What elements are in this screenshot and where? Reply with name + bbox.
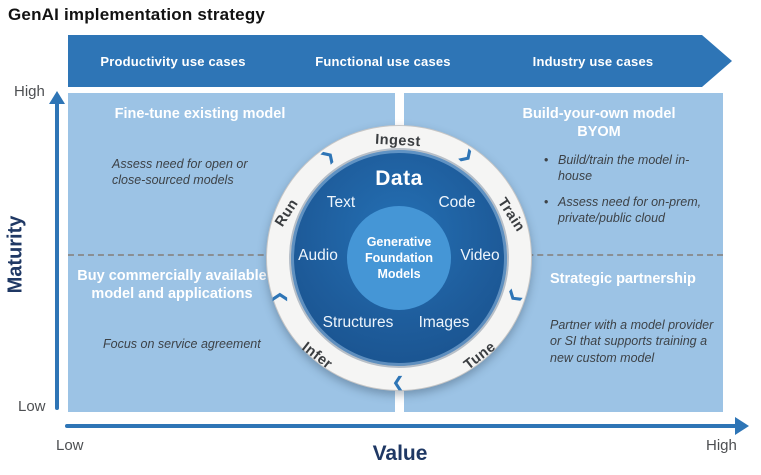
byom-bullet-1: Build/train the model in-house	[540, 152, 720, 185]
y-axis-line	[55, 101, 59, 410]
page-title: GenAI implementation strategy	[8, 5, 266, 24]
y-axis-high-label: High	[14, 83, 45, 100]
cycle-chevron-icon: ❯	[270, 291, 287, 303]
data-type-images: Images	[418, 314, 470, 331]
y-axis-low-label: Low	[18, 398, 46, 415]
x-axis-title: Value	[372, 442, 428, 465]
quadrant-desc-buy-commercial: Focus on service agreement	[103, 337, 261, 351]
quadrant-desc-strategic-partnership: Partner with a model provider or SI that…	[550, 318, 714, 365]
quadrant-title-buy-commercial: Buy commercially available model and app…	[77, 268, 267, 303]
quadrant-desc-fine-tune: Assess need for open or close-sourced mo…	[112, 157, 248, 188]
y-axis-arrowhead-icon	[49, 91, 65, 104]
data-type-structures: Structures	[322, 314, 394, 331]
byom-bullet-2: Assess need for on-prem, private/public …	[540, 194, 720, 227]
quadrant-title-fine-tune: Fine-tune existing model	[114, 106, 286, 122]
data-type-text: Text	[326, 194, 356, 211]
cycle-chevron-icon: ❯	[392, 376, 404, 393]
banner-item-functional: Functional use cases	[315, 53, 451, 69]
quadrant-bullets-byom: Build/train the model in-house Assess ne…	[540, 152, 720, 235]
x-axis-line	[65, 424, 737, 428]
data-lifecycle-diagram: Ingest Train Tune Infer Run ❯ ❯ ❯ ❯ ❯ Da…	[266, 125, 532, 393]
banner-item-productivity: Productivity use cases	[100, 53, 246, 69]
x-axis-high-label: High	[706, 437, 737, 454]
x-axis-low-label: Low	[56, 437, 84, 454]
data-type-audio: Audio	[298, 247, 338, 264]
banner-item-industry: Industry use cases	[532, 53, 654, 69]
y-axis-title: Maturity	[4, 215, 27, 294]
quadrant-title-strategic-partnership: Strategic partnership	[550, 271, 696, 287]
data-type-video: Video	[460, 247, 500, 264]
stage-label-ingest: Ingest	[374, 131, 422, 151]
use-cases-banner-arrow: Productivity use cases Functional use ca…	[68, 35, 732, 87]
x-axis-arrowhead-icon	[735, 417, 749, 435]
data-circle-title: Data	[375, 167, 423, 190]
generative-foundation-models-core: Generative Foundation Models	[347, 206, 451, 310]
data-type-code: Code	[438, 194, 476, 211]
quadrant-title-byom: Build-your-own model BYOM	[522, 106, 676, 141]
